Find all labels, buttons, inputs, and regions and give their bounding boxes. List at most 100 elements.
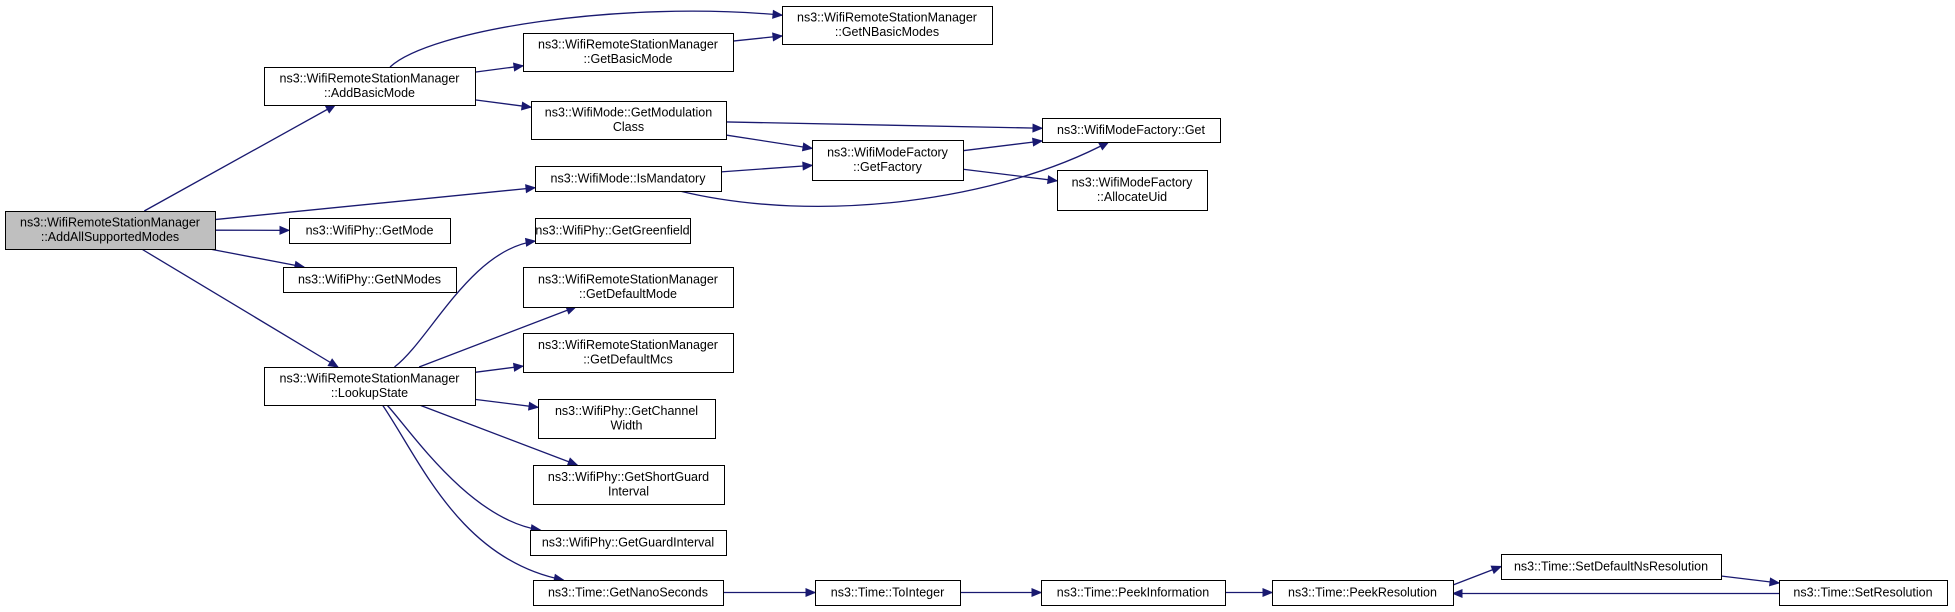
node-box bbox=[815, 580, 961, 606]
node-box bbox=[264, 367, 476, 406]
edge-getFactory-to-modeFactoryGet bbox=[962, 137, 1044, 152]
node-setResolution[interactable]: ns3::Time::SetResolution bbox=[1779, 580, 1948, 606]
node-allocateUid[interactable]: ns3::WifiModeFactory::AllocateUid bbox=[1057, 170, 1208, 211]
node-box bbox=[530, 530, 727, 556]
node-box bbox=[812, 140, 964, 181]
node-getMode[interactable]: ns3::WifiPhy::GetMode bbox=[289, 218, 451, 244]
edge-setResolution-to-peekResolution bbox=[1451, 588, 1779, 599]
edge-getFactory-to-allocateUid bbox=[962, 168, 1059, 185]
node-label: Width bbox=[611, 419, 643, 433]
nodes-layer: ns3::WifiRemoteStationManager::AddAllSup… bbox=[5, 6, 1948, 606]
node-label: ns3::WifiRemoteStationManager bbox=[280, 72, 460, 86]
node-label: ::GetDefaultMode bbox=[579, 287, 677, 301]
node-getFactory[interactable]: ns3::WifiModeFactory::GetFactory bbox=[812, 140, 964, 181]
node-label: ::AllocateUid bbox=[1097, 190, 1167, 204]
node-box bbox=[1272, 580, 1454, 606]
node-label: ::AddBasicMode bbox=[324, 86, 415, 100]
edge-peekInformation-to-peekResolution bbox=[1225, 587, 1274, 598]
edge-isMandatory-to-getFactory bbox=[720, 161, 814, 173]
node-label: ns3::WifiMode::GetModulation bbox=[545, 106, 712, 120]
node-box bbox=[533, 580, 724, 606]
node-label: ns3::WifiModeFactory bbox=[1072, 176, 1194, 190]
edge-lookupState-to-getDefaultMcs bbox=[474, 362, 525, 373]
node-label: ns3::Time::SetDefaultNsResolution bbox=[1514, 559, 1708, 573]
node-label: ns3::Time::PeekInformation bbox=[1057, 585, 1209, 599]
node-label: ns3::WifiRemoteStationManager bbox=[538, 38, 718, 52]
node-modeFactoryGet[interactable]: ns3::WifiModeFactory::Get bbox=[1042, 118, 1221, 143]
edge-lookupState-to-getGreenfield bbox=[394, 237, 537, 368]
edge-getModulationClass-to-modeFactoryGet bbox=[725, 121, 1044, 133]
node-label: ns3::WifiRemoteStationManager bbox=[280, 372, 460, 386]
node-setDefaultNsResolution[interactable]: ns3::Time::SetDefaultNsResolution bbox=[1501, 554, 1722, 580]
node-label: ns3::WifiPhy::GetMode bbox=[306, 223, 434, 237]
node-label: ns3::WifiRemoteStationManager bbox=[797, 11, 977, 25]
node-getDefaultMcs[interactable]: ns3::WifiRemoteStationManager::GetDefaul… bbox=[523, 333, 734, 373]
node-box bbox=[1041, 580, 1226, 606]
node-getNBasicModes[interactable]: ns3::WifiRemoteStationManager::GetNBasic… bbox=[782, 6, 993, 45]
node-box bbox=[782, 6, 993, 45]
node-toInteger[interactable]: ns3::Time::ToInteger bbox=[815, 580, 961, 606]
edge-addBasicMode-to-getNBasicModes bbox=[389, 9, 784, 68]
node-getDefaultMode[interactable]: ns3::WifiRemoteStationManager::GetDefaul… bbox=[523, 267, 734, 308]
edge-root-to-getNModes bbox=[209, 248, 306, 270]
edge-addBasicMode-to-getModulationClass bbox=[474, 99, 533, 111]
node-label: Class bbox=[613, 120, 644, 134]
node-label: ns3::WifiPhy::GetShortGuard bbox=[548, 470, 709, 484]
edge-root-to-getMode bbox=[214, 225, 291, 235]
node-box bbox=[283, 267, 457, 293]
node-lookupState[interactable]: ns3::WifiRemoteStationManager::LookupSta… bbox=[264, 367, 476, 406]
node-label: ns3::WifiRemoteStationManager bbox=[538, 338, 718, 352]
node-box bbox=[1779, 580, 1948, 606]
node-getGuardInterval[interactable]: ns3::WifiPhy::GetGuardInterval bbox=[530, 530, 727, 556]
node-label: ::GetNBasicModes bbox=[835, 25, 939, 39]
node-label: ns3::WifiPhy::GetNModes bbox=[298, 272, 441, 286]
node-label: ::GetFactory bbox=[853, 160, 923, 174]
node-getNModes[interactable]: ns3::WifiPhy::GetNModes bbox=[283, 267, 457, 293]
node-label: Interval bbox=[608, 485, 649, 499]
node-getNanoSeconds[interactable]: ns3::Time::GetNanoSeconds bbox=[533, 580, 724, 606]
node-root[interactable]: ns3::WifiRemoteStationManager::AddAllSup… bbox=[5, 211, 216, 250]
node-box bbox=[523, 333, 734, 373]
node-label: ns3::Time::PeekResolution bbox=[1288, 585, 1437, 599]
node-box bbox=[5, 211, 216, 250]
node-label: ns3::WifiRemoteStationManager bbox=[538, 273, 718, 287]
node-getBasicMode[interactable]: ns3::WifiRemoteStationManager::GetBasicM… bbox=[523, 33, 734, 72]
node-label: ns3::Time::ToInteger bbox=[831, 585, 944, 599]
node-box bbox=[538, 399, 716, 439]
edge-lookupState-to-getGuardInterval bbox=[386, 404, 542, 534]
node-label: ns3::WifiMode::IsMandatory bbox=[551, 171, 707, 185]
node-label: ::LookupState bbox=[331, 386, 408, 400]
node-label: ::GetDefaultMcs bbox=[583, 353, 673, 367]
node-box bbox=[535, 166, 722, 192]
edge-root-to-isMandatory bbox=[214, 184, 537, 221]
node-label: ns3::WifiPhy::GetChannel bbox=[555, 404, 698, 418]
node-label: ns3::Time::SetResolution bbox=[1793, 585, 1932, 599]
node-label: ns3::WifiPhy::GetGuardInterval bbox=[542, 535, 714, 549]
node-box bbox=[535, 218, 691, 244]
node-peekInformation[interactable]: ns3::Time::PeekInformation bbox=[1041, 580, 1226, 606]
node-label: ::AddAllSupportedModes bbox=[41, 230, 179, 244]
node-box bbox=[531, 101, 727, 140]
node-box bbox=[523, 267, 734, 308]
node-box bbox=[533, 465, 725, 505]
node-box bbox=[264, 67, 476, 106]
node-label: ns3::WifiModeFactory::Get bbox=[1057, 123, 1205, 137]
edge-lookupState-to-getChannelWidth bbox=[474, 398, 540, 411]
node-isMandatory[interactable]: ns3::WifiMode::IsMandatory bbox=[535, 166, 722, 192]
node-box bbox=[1057, 170, 1208, 211]
node-getGreenfield[interactable]: ns3::WifiPhy::GetGreenfield bbox=[535, 218, 691, 244]
edge-getBasicMode-to-getNBasicModes bbox=[732, 32, 784, 42]
node-addBasicMode[interactable]: ns3::WifiRemoteStationManager::AddBasicM… bbox=[264, 67, 476, 106]
edge-root-to-lookupState bbox=[141, 248, 339, 368]
edge-peekResolution-to-setDefaultNsResolution bbox=[1452, 565, 1503, 586]
node-peekResolution[interactable]: ns3::Time::PeekResolution bbox=[1272, 580, 1454, 606]
node-label: ns3::WifiModeFactory bbox=[827, 146, 949, 160]
edge-getNanoSeconds-to-toInteger bbox=[723, 587, 817, 598]
node-box bbox=[289, 218, 451, 244]
node-box bbox=[523, 33, 734, 72]
node-label: ns3::WifiRemoteStationManager bbox=[20, 216, 200, 230]
